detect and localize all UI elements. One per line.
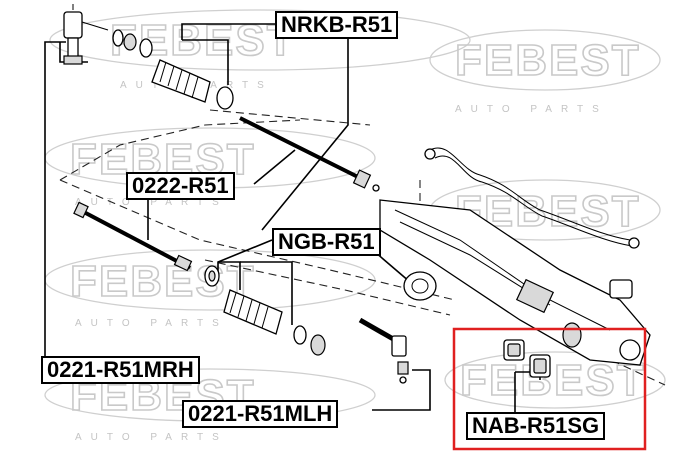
rack-mount-bushing <box>403 271 437 301</box>
inner-tie-rod-left <box>73 201 193 272</box>
mount-bushing-pair <box>503 339 551 378</box>
watermark-brand: FEBEST <box>460 356 646 405</box>
highlight-box <box>452 327 647 451</box>
label-0221-r51mlh: 0221-R51MLH <box>182 400 339 428</box>
steering-boot-left <box>223 289 283 335</box>
label-ngb-r51: NGB-R51 <box>272 228 381 256</box>
tie-rod-end-left <box>358 317 409 384</box>
hydraulic-lines <box>424 147 640 249</box>
label-nab-r51sg: NAB-R51SG <box>466 412 606 440</box>
clamp-small <box>112 29 153 58</box>
tie-rod-end-right <box>63 4 109 65</box>
inner-tie-rod-right <box>239 116 380 192</box>
watermark-tagline: AUTO PARTS <box>75 318 228 329</box>
steering-rack-housing <box>379 199 651 366</box>
label-0221-r51mrh: 0221-R51MRH <box>41 356 200 384</box>
clamp-boot-left <box>293 325 326 356</box>
watermark-brand: FEBEST <box>455 36 641 85</box>
watermark-tagline: AUTO PARTS <box>75 197 228 208</box>
watermark-logo: FEBEST <box>444 351 666 409</box>
watermark-logo: FEBEST AUTO PARTS <box>429 29 661 115</box>
watermark-tagline: AUTO PARTS <box>455 104 608 115</box>
watermark-logo: FEBEST AUTO PARTS <box>44 249 376 329</box>
label-nrkb-r51: NRKB-R51 <box>275 11 399 39</box>
watermark-tagline: AUTO PARTS <box>75 432 228 443</box>
label-0222-r51: 0222-R51 <box>126 172 235 200</box>
clamp-left <box>204 265 220 287</box>
watermark-logo: FEBEST AUTO PARTS <box>49 9 471 91</box>
steering-boot-right <box>151 59 234 110</box>
watermark-brand: FEBEST <box>70 257 256 306</box>
